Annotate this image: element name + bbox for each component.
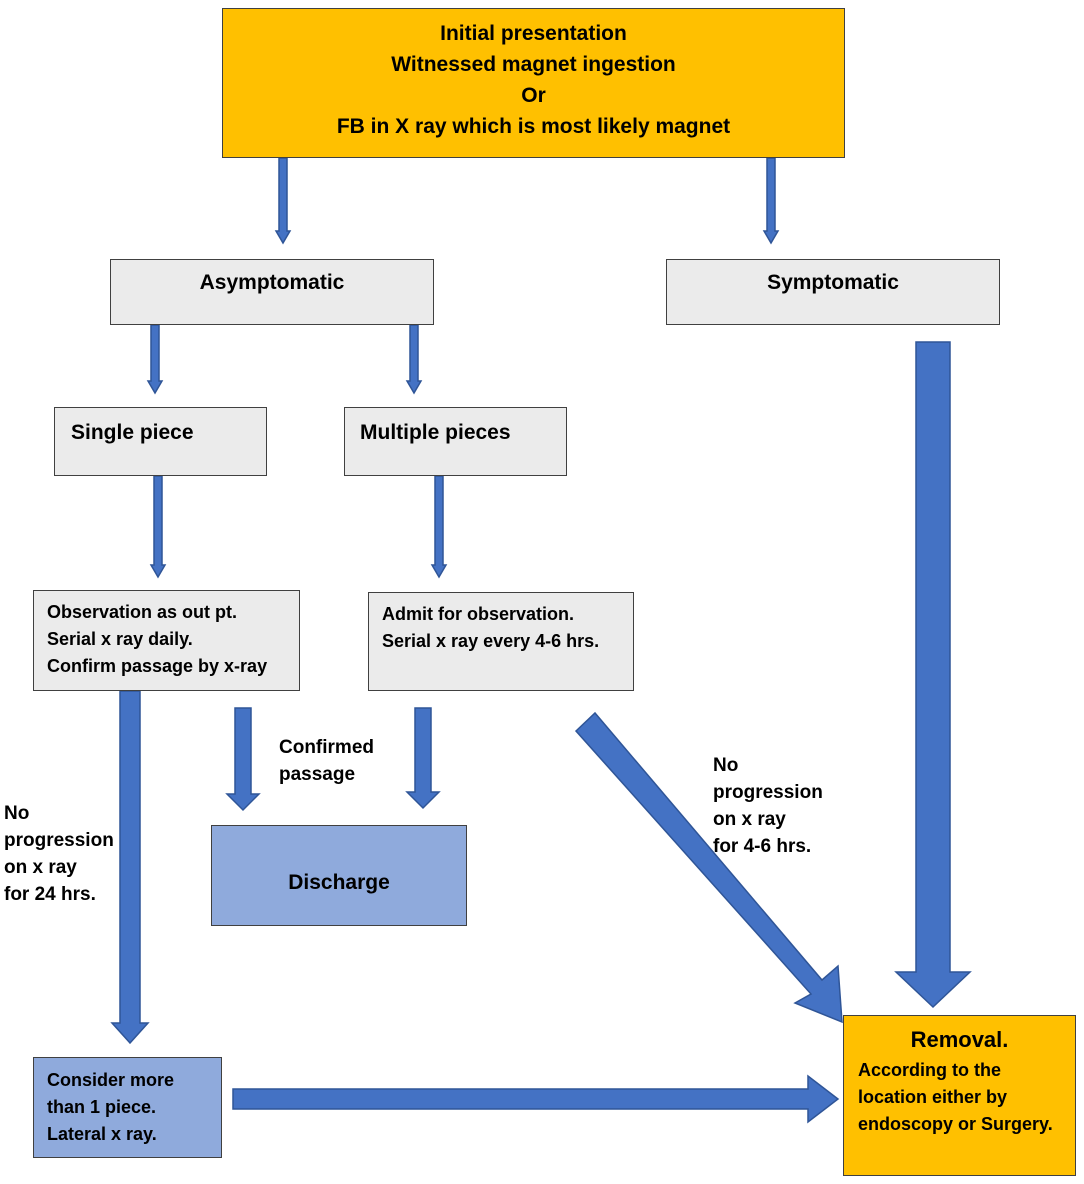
no-prog-24-line-1: No bbox=[4, 803, 30, 824]
consider-line-1: Consider more bbox=[47, 1070, 175, 1090]
no-prog-24-line-4: for 24 hrs. bbox=[4, 884, 96, 905]
arrow-admit-to-removal bbox=[574, 711, 843, 1024]
admit-line-1: Admit for observation. bbox=[382, 604, 575, 624]
multiple-pieces-box: Multiple pieces bbox=[344, 407, 567, 476]
arrow-initial-to-symptomatic bbox=[762, 157, 780, 245]
observation-box: Observation as out pt. Serial x ray dail… bbox=[33, 590, 300, 691]
arrow-asymptomatic-to-single bbox=[146, 324, 164, 395]
removal-title: Removal. bbox=[910, 1027, 1009, 1052]
admit-line-2: Serial x ray every 4-6 hrs. bbox=[382, 631, 600, 651]
arrow-multiple-to-admit bbox=[430, 475, 448, 579]
arrow-single-to-observation bbox=[149, 475, 167, 579]
multiple-pieces-label: Multiple pieces bbox=[360, 421, 511, 444]
observation-line-2: Serial x ray daily. bbox=[47, 629, 193, 649]
symptomatic-box: Symptomatic bbox=[666, 259, 1000, 325]
consider-line-3: Lateral x ray. bbox=[47, 1124, 157, 1144]
label-no-progression-24: No progression on x ray for 24 hrs. bbox=[4, 800, 114, 908]
removal-line-3: endoscopy or Surgery. bbox=[858, 1114, 1053, 1134]
initial-presentation-box: Initial presentation Witnessed magnet in… bbox=[222, 8, 845, 158]
arrow-observation-to-consider bbox=[110, 690, 150, 1045]
no-prog-24-line-2: progression bbox=[4, 830, 114, 851]
discharge-box: Discharge bbox=[211, 825, 467, 926]
symptomatic-label: Symptomatic bbox=[767, 271, 899, 294]
arrow-observation-to-discharge bbox=[225, 707, 261, 812]
arrow-asymptomatic-to-multiple bbox=[405, 324, 423, 395]
removal-line-2: location either by bbox=[858, 1087, 1008, 1107]
removal-box: Removal. According to the location eithe… bbox=[843, 1015, 1076, 1176]
admit-box: Admit for observation. Serial x ray ever… bbox=[368, 592, 634, 691]
initial-line-4: FB in X ray which is most likely magnet bbox=[336, 115, 731, 138]
no-prog-46-line-2: progression bbox=[713, 782, 823, 803]
discharge-label: Discharge bbox=[288, 871, 390, 894]
arrow-consider-to-removal bbox=[232, 1074, 840, 1124]
removal-line-1: According to the bbox=[858, 1060, 1001, 1080]
initial-line-2: Witnessed magnet ingestion bbox=[391, 53, 676, 76]
consider-line-2: than 1 piece. bbox=[47, 1097, 157, 1117]
no-prog-24-line-3: on x ray bbox=[4, 857, 77, 878]
arrow-initial-to-asymptomatic bbox=[274, 157, 292, 245]
no-prog-46-line-4: for 4-6 hrs. bbox=[713, 836, 812, 857]
observation-line-3: Confirm passage by x-ray bbox=[47, 656, 268, 676]
label-no-progression-4-6: No progression on x ray for 4-6 hrs. bbox=[713, 752, 823, 860]
no-prog-46-line-3: on x ray bbox=[713, 809, 786, 830]
initial-line-1: Initial presentation bbox=[440, 22, 627, 45]
single-piece-box: Single piece bbox=[54, 407, 267, 476]
arrow-admit-to-discharge bbox=[405, 707, 441, 810]
initial-line-3: Or bbox=[521, 84, 546, 107]
consider-box: Consider more than 1 piece. Lateral x ra… bbox=[33, 1057, 222, 1158]
single-piece-label: Single piece bbox=[71, 421, 194, 444]
arrow-symptomatic-to-removal bbox=[894, 341, 972, 1009]
label-confirmed-passage: Confirmed passage bbox=[279, 734, 374, 788]
confirmed-line-1: Confirmed bbox=[279, 737, 374, 758]
asymptomatic-box: Asymptomatic bbox=[110, 259, 434, 325]
confirmed-line-2: passage bbox=[279, 764, 356, 785]
no-prog-46-line-1: No bbox=[713, 755, 739, 776]
observation-line-1: Observation as out pt. bbox=[47, 602, 238, 622]
asymptomatic-label: Asymptomatic bbox=[199, 271, 345, 294]
